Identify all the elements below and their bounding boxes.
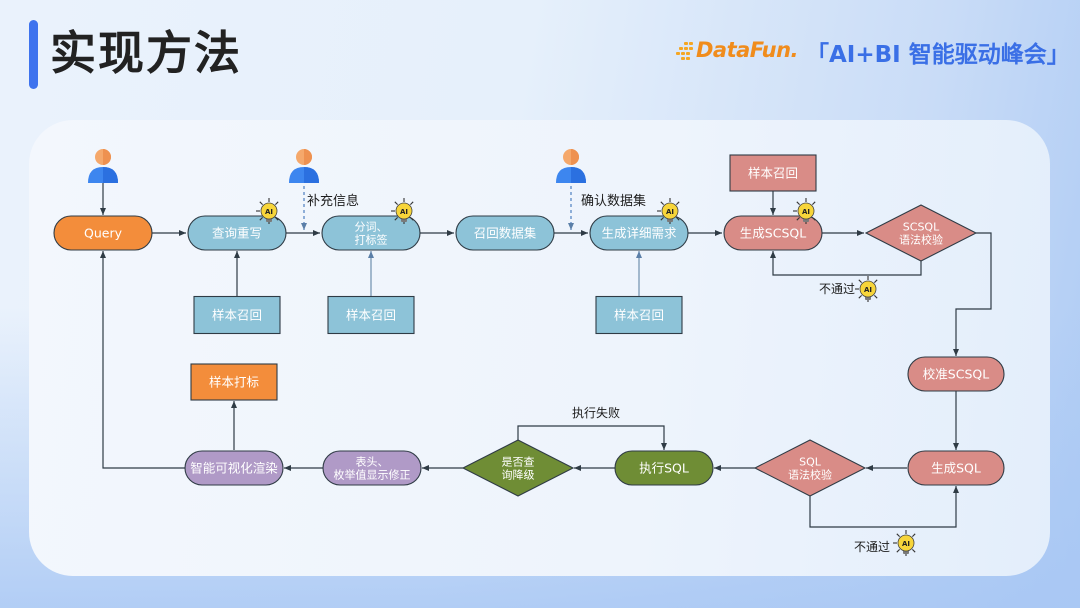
node-gen-scsql: 生成SCSQL <box>723 215 823 251</box>
edge-exec-failed-loop <box>517 425 667 450</box>
node-gen-requirement: 生成详细需求 <box>589 215 689 251</box>
node-calibrate-scsql: 校准SCSQL <box>907 356 1005 392</box>
title-accent-bar <box>29 20 38 89</box>
node-shape <box>184 450 284 486</box>
node-label: 是否查询降级 <box>502 454 535 481</box>
ai-bulb-icon-sql-fail: AI <box>893 530 916 556</box>
node-shape <box>327 295 415 335</box>
ai-badge-text: AI <box>802 208 810 216</box>
ai-badge-text: AI <box>864 286 872 294</box>
node-sample-label: 样本打标 <box>190 363 278 401</box>
page-title: 实现方法 <box>50 26 242 80</box>
node-sample-recall-3: 样本召回 <box>595 295 683 335</box>
node-shape <box>321 215 421 251</box>
node-label: Query <box>84 226 123 241</box>
node-label: 样本召回 <box>614 308 664 323</box>
node-label: 样本召回 <box>212 308 262 323</box>
ai-badge-text: AI <box>666 208 674 216</box>
node-label: 样本召回 <box>748 166 798 181</box>
node-shape <box>190 363 278 401</box>
edge-sql-fail-loop <box>809 486 959 528</box>
node-shape <box>864 204 978 262</box>
node-shape <box>193 295 281 335</box>
node-header-fix: 表头、枚举值显示修正 <box>322 450 422 486</box>
label-exec-failed: 执行失败 <box>572 405 620 420</box>
node-label: 执行SQL <box>639 461 689 476</box>
event-name: 「AI+BI 智能驱动峰会」 <box>806 42 1070 68</box>
node-shape <box>907 356 1005 392</box>
user-icon-confirm <box>556 149 586 183</box>
node-degrade-check: 是否查询降级 <box>461 439 575 497</box>
ai-bulb-icon: AI <box>793 198 816 224</box>
node-sample-recall-2: 样本召回 <box>327 295 415 335</box>
ai-badge-text: AI <box>265 208 273 216</box>
node-visual-render: 智能可视化渲染 <box>184 450 284 486</box>
node-exec-sql: 执行SQL <box>614 450 714 486</box>
node-rewrite: 查询重写 <box>187 215 287 251</box>
user-icon-supplement <box>289 149 319 183</box>
datafun-logo: DataFun. <box>676 38 799 62</box>
user-icon-query <box>88 149 118 183</box>
node-label: 查询重写 <box>212 226 262 241</box>
node-query: Query <box>53 215 153 251</box>
node-label: 样本召回 <box>346 308 396 323</box>
node-label: 智能可视化渲染 <box>190 461 278 476</box>
edges-layer <box>100 182 992 528</box>
node-label: 生成详细需求 <box>601 226 677 241</box>
node-shape <box>455 215 555 251</box>
logo-dots-icon <box>676 39 694 61</box>
node-shape <box>589 215 689 251</box>
node-sample-recall-4: 样本召回 <box>729 154 817 192</box>
node-sample-recall-1: 样本召回 <box>193 295 281 335</box>
ai-bulb-icon: AI <box>391 198 414 224</box>
ai-bulb-icon: AI <box>657 198 680 224</box>
node-shape <box>614 450 714 486</box>
node-shape <box>729 154 817 192</box>
edge-check-to-calibrate <box>953 232 992 356</box>
label-supplement-info: 补充信息 <box>307 193 359 209</box>
logo-text: DataFun. <box>696 38 799 62</box>
node-shape <box>187 215 287 251</box>
ai-bulb-icon: AI <box>256 198 279 224</box>
node-label: 召回数据集 <box>474 226 537 241</box>
node-label: 生成SQL <box>931 461 981 476</box>
node-shape <box>753 439 867 497</box>
edge-render-to-query <box>100 251 185 469</box>
ai-badge-text: AI <box>400 208 408 216</box>
node-gen-sql: 生成SQL <box>907 450 1005 486</box>
node-label: 校准SCSQL <box>923 367 989 382</box>
node-shape <box>907 450 1005 486</box>
diagram-panel <box>29 120 1050 576</box>
label-scsql-fail: 不通过 <box>819 282 855 296</box>
node-recall-dataset: 召回数据集 <box>455 215 555 251</box>
node-shape <box>461 439 575 497</box>
node-shape <box>53 215 153 251</box>
edge-scsql-fail-loop <box>770 251 922 276</box>
node-tokenize: 分词、打标签 <box>321 215 421 251</box>
ai-bulb-icon-scsql-fail: AI <box>855 276 878 302</box>
node-shape <box>322 450 422 486</box>
node-shape <box>723 215 823 251</box>
node-shape <box>595 295 683 335</box>
node-label: 分词、打标签 <box>355 220 388 246</box>
node-label: 生成SCSQL <box>740 226 806 241</box>
label-confirm-dataset: 确认数据集 <box>581 193 646 209</box>
ai-badge-text: AI <box>902 540 910 548</box>
node-label: 样本打标 <box>209 375 259 390</box>
node-label: 表头、枚举值显示修正 <box>334 454 411 481</box>
label-sql-fail: 不通过 <box>854 540 890 554</box>
